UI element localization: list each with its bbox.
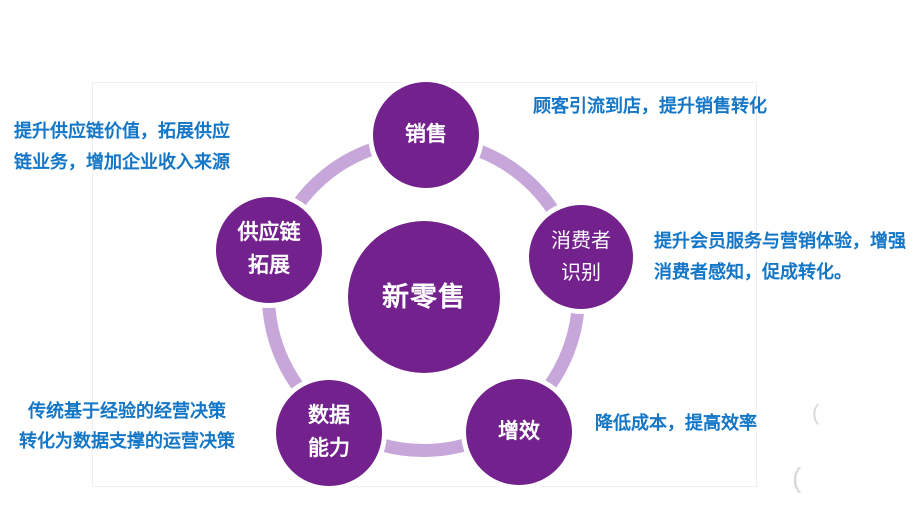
annotation-supply-chain: 提升供应链价值，拓展供应 链业务，增加企业收入来源 [14, 121, 230, 172]
annotation-sales: 顾客引流到店，提升销售转化 [533, 96, 767, 116]
node-circle-efficiency: 增效 [466, 379, 572, 485]
node-circle-data-capability: 数据 能力 [276, 380, 382, 486]
node-circle-supply-chain-expansion: 供应链 拓展 [216, 197, 322, 303]
annotation-data-capability: 传统基于经验的经营决策 转化为数据支撑的运营决策 [19, 401, 235, 451]
center-circle-new-retail: 新零售 [348, 221, 500, 373]
stray-parenthesis-artifact: ( [792, 462, 802, 493]
node-label-sales: 销售 [405, 123, 447, 147]
node-circle-consumer-recognition: 消费者 识别 [529, 205, 633, 309]
center-circle-label: 新零售 [382, 281, 466, 312]
node-label-efficiency: 增效 [498, 420, 540, 444]
stray-parenthesis-artifact: ( [812, 400, 820, 425]
node-label-data-capability: 数据 能力 [308, 404, 350, 460]
annotation-consumer: 提升会员服务与营销体验，增强 消费者感知，促成转化。 [654, 231, 906, 282]
annotation-efficiency: 降低成本，提高效率 [595, 413, 757, 433]
node-circle-sales: 销售 [373, 82, 479, 188]
node-label-supply-chain-expansion: 供应链 拓展 [237, 221, 301, 277]
node-label-consumer-recognition: 消费者 识别 [551, 230, 611, 284]
